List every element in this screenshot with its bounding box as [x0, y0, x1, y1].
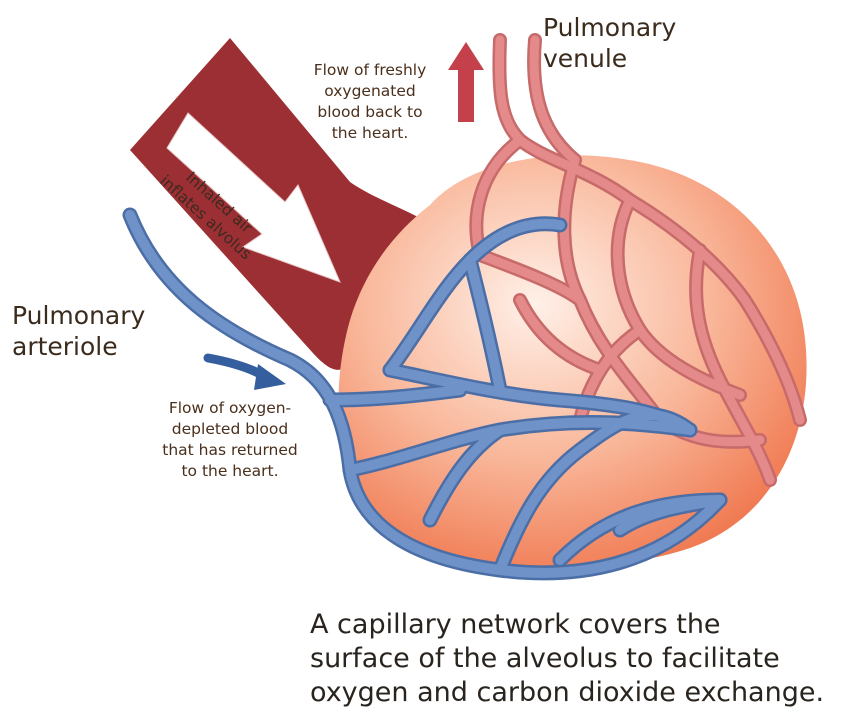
fresh-flow-line-4: the heart.: [300, 123, 440, 144]
caption-line-2: surface of the alveolus to facilitate: [310, 642, 824, 676]
caption-line-3: oxygen and carbon dioxide exchange.: [310, 676, 824, 710]
depleted-flow-arrow: [208, 358, 286, 390]
caption: A capillary network covers the surface o…: [310, 608, 824, 710]
fresh-flow-line-3: blood back to: [300, 102, 440, 123]
pulmonary-arteriole-label: Pulmonary arteriole: [12, 300, 145, 362]
pulmonary-arteriole-line-1: Pulmonary: [12, 300, 145, 331]
depleted-flow-label: Flow of oxygen- depleted blood that has …: [150, 398, 310, 482]
fresh-flow-label: Flow of freshly oxygenated blood back to…: [300, 60, 440, 144]
depleted-flow-line-4: to the heart.: [150, 461, 310, 482]
fresh-flow-line-1: Flow of freshly: [300, 60, 440, 81]
depleted-flow-line-1: Flow of oxygen-: [150, 398, 310, 419]
caption-line-1: A capillary network covers the: [310, 608, 824, 642]
pulmonary-arteriole-line-2: arteriole: [12, 331, 145, 362]
fresh-flow-arrow: [448, 42, 484, 122]
depleted-flow-line-3: that has returned: [150, 440, 310, 461]
pulmonary-venule-line-2: venule: [543, 43, 676, 74]
depleted-flow-line-2: depleted blood: [150, 419, 310, 440]
pulmonary-venule-label: Pulmonary venule: [543, 12, 676, 74]
fresh-flow-line-2: oxygenated: [300, 81, 440, 102]
pulmonary-venule-line-1: Pulmonary: [543, 12, 676, 43]
